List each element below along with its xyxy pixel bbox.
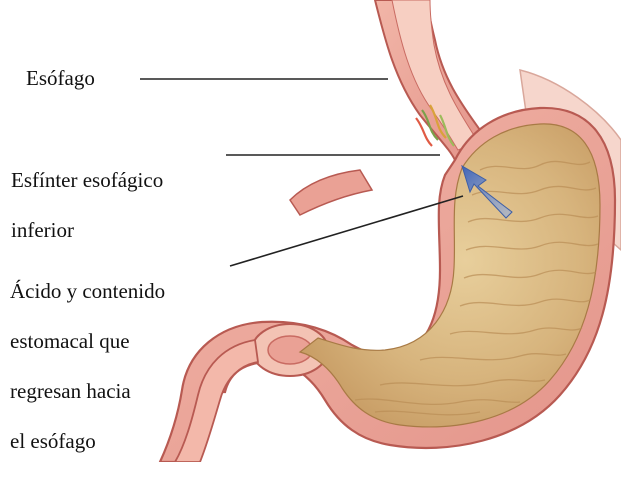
diaphragm-band xyxy=(290,170,372,215)
diagram-stage: Esófago Esfínter esofágico inferior Ácid… xyxy=(0,0,621,462)
label-esfinter: Esfínter esofágico inferior xyxy=(11,143,163,268)
label-acido-line-3: regresan hacia xyxy=(10,379,165,404)
leader-acido xyxy=(230,196,463,266)
label-acido-line-1: Ácido y contenido xyxy=(10,279,165,304)
label-esfinter-line-2: inferior xyxy=(11,218,163,243)
label-acido-line-4: el esófago xyxy=(10,429,165,454)
label-acido-line-2: estomacal que xyxy=(10,329,165,354)
label-esofago: Esófago xyxy=(26,66,95,91)
label-esfinter-line-1: Esfínter esofágico xyxy=(11,168,163,193)
label-acido: Ácido y contenido estomacal que regresan… xyxy=(10,254,165,479)
